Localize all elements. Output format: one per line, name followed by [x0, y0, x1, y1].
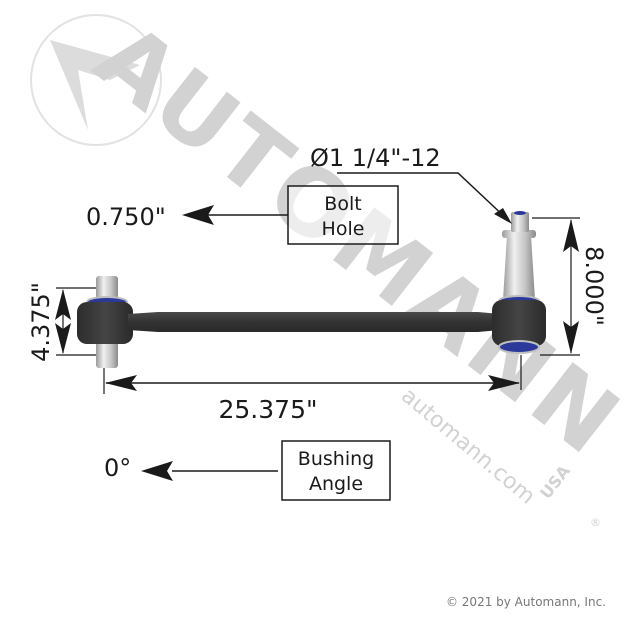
right-height-dimension: 8.000" — [532, 217, 608, 356]
right-height-arrow-down — [563, 321, 579, 354]
right-height-arrow-up — [563, 219, 579, 252]
right-height-value: 8.000" — [580, 246, 608, 326]
watermark-logo-icon — [50, 40, 140, 130]
left-stud-top — [96, 276, 118, 302]
right-bushing-ring-bottom — [498, 340, 540, 354]
bushing-angle-label-line1: Bushing — [298, 448, 374, 470]
bushing-angle-callout: 0° Bushing Angle — [104, 440, 391, 501]
thread-dimension: Ø1 1/4"-12 — [310, 144, 441, 172]
thread-leader-line — [337, 172, 509, 221]
left-height-value: 4.375" — [27, 282, 55, 362]
length-dimension: 25.375" — [103, 355, 522, 424]
bolt-hole-label-box — [287, 185, 399, 245]
bushing-angle-value: 0° — [104, 454, 131, 482]
bolt-hole-label-line2: Hole — [322, 218, 365, 240]
left-eye — [77, 302, 133, 344]
bolt-hole-arrowhead — [182, 205, 214, 225]
watermark-registered: ® — [590, 516, 601, 529]
bolt-hole-value: 0.750" — [86, 203, 166, 231]
left-height-arrow-down — [55, 323, 71, 354]
length-arrow-right — [488, 375, 520, 391]
left-stud-bottom — [96, 340, 118, 368]
right-stud-nut — [511, 212, 529, 232]
watermark-logo-circle — [30, 14, 162, 146]
right-stud-washer — [502, 230, 536, 238]
bolt-hole-callout: 0.750" Bolt Hole — [86, 185, 399, 245]
left-height-arrow-up — [55, 289, 71, 320]
length-value: 25.375" — [219, 395, 318, 424]
copyright-notice: © 2021 by Automann, Inc. — [445, 595, 606, 609]
rod-arm — [128, 312, 500, 332]
right-eye — [492, 300, 546, 346]
bushing-angle-label-box — [281, 440, 391, 501]
torque-rod — [77, 211, 546, 368]
thread-callout: Ø1 1/4"-12 — [310, 144, 512, 224]
bolt-hole-label-line1: Bolt — [324, 193, 361, 215]
left-height-dimension: 4.375" — [27, 282, 96, 362]
length-arrow-left — [105, 375, 137, 391]
thread-arrowhead — [494, 208, 512, 224]
right-stud-taper — [503, 235, 535, 300]
right-stud-nut-top — [514, 211, 526, 215]
bushing-angle-label-line2: Angle — [309, 473, 363, 495]
bushing-angle-arrowhead — [141, 461, 173, 481]
